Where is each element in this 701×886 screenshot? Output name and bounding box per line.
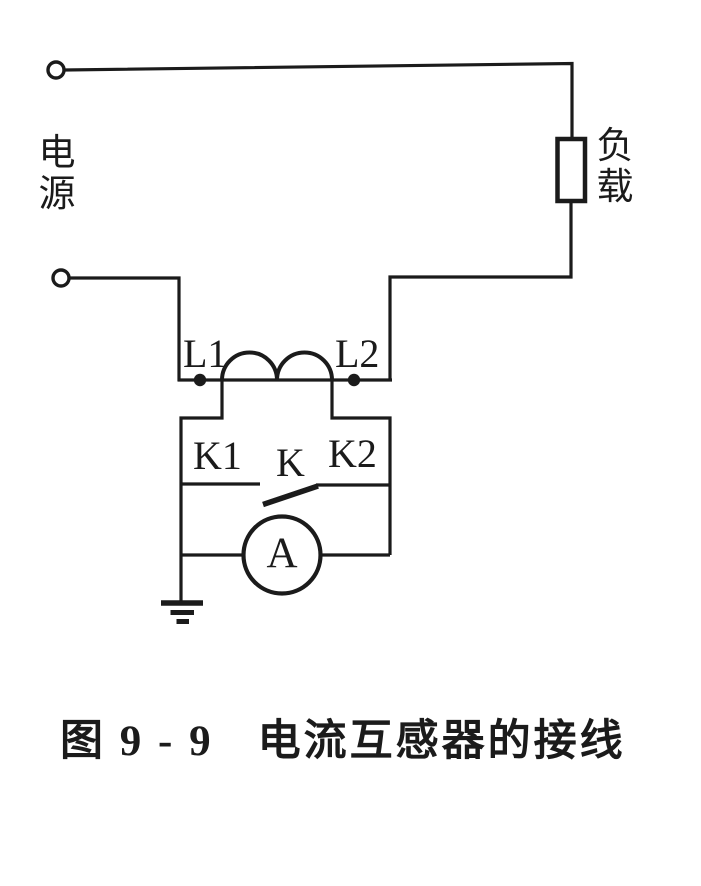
ct-terminal-k2-label: K2 — [328, 431, 377, 476]
l2-junction-dot — [347, 373, 361, 387]
source-terminal-bottom — [51, 268, 71, 288]
switch-k-label: K — [276, 440, 305, 485]
load-resistor — [555, 136, 588, 204]
wire-load-to-l2 — [388, 201, 573, 381]
ground-symbol — [161, 600, 203, 624]
load-label: 负载 — [596, 126, 634, 208]
ct-terminal-l1-label: L1 — [183, 331, 228, 376]
ct-winding-arcs — [220, 350, 334, 381]
wire-top — [64, 61, 574, 140]
primary-circuit — [46, 60, 588, 382]
ammeter-circle — [241, 514, 323, 596]
ct-terminal-k1-label: K1 — [193, 433, 242, 478]
ct-terminal-l2-label: L2 — [335, 331, 380, 376]
ammeter-letter: A — [266, 530, 298, 577]
secondary-circuit — [161, 380, 392, 624]
power-source-label: 电源 — [38, 133, 76, 215]
figure-caption: 图 9 - 9 电流互感器的接线 — [60, 706, 626, 768]
l1-junction-dot — [193, 373, 207, 387]
figure-number: 图 9 - 9 — [60, 718, 214, 765]
wire-source-to-l1 — [69, 276, 181, 381]
source-terminal-top — [46, 60, 66, 80]
current-transformer — [193, 350, 361, 387]
figure-title: 电流互感器的接线 — [257, 718, 626, 765]
switch-blade — [262, 483, 319, 508]
wire-k1-rail — [179, 380, 224, 602]
